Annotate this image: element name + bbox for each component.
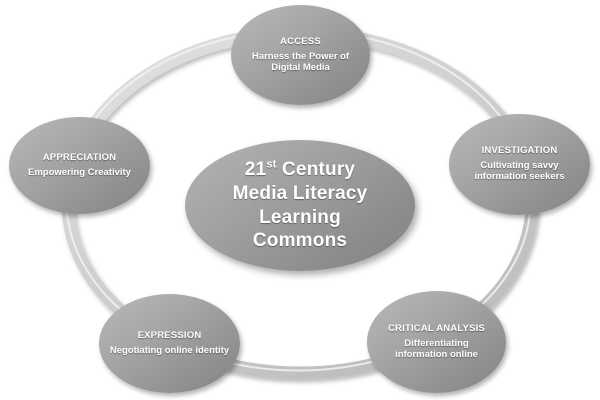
node-critical-analysis-body: Differentiating information online — [395, 337, 478, 360]
node-critical-analysis[interactable]: CRITICAL ANALYSIS Differentiating inform… — [367, 291, 506, 393]
node-access-body: Harness the Power of Digital Media — [251, 50, 350, 73]
center-hub: 21st Century Media Literacy Learning Com… — [185, 140, 415, 271]
node-appreciation-body: Empowering Creativity — [28, 166, 131, 178]
node-access-title: ACCESS — [280, 35, 321, 47]
ordinal-superscript: st — [266, 158, 277, 171]
center-hub-title: 21st Century Media Literacy Learning Com… — [232, 158, 368, 252]
node-expression-title: EXPRESSION — [137, 330, 202, 342]
node-access[interactable]: ACCESS Harness the Power of Digital Medi… — [231, 5, 370, 105]
node-appreciation[interactable]: APPRECIATION Empowering Creativity — [9, 117, 150, 214]
node-investigation[interactable]: INVESTIGATION Cultivating savvy informat… — [449, 114, 590, 215]
node-appreciation-title: APPRECIATION — [42, 152, 117, 164]
node-investigation-title: INVESTIGATION — [481, 145, 558, 157]
node-critical-analysis-title: CRITICAL ANALYSIS — [387, 322, 485, 334]
node-expression-body: Negotiating online identity — [109, 344, 230, 356]
node-expression[interactable]: EXPRESSION Negotiating online identity — [99, 294, 240, 393]
node-investigation-body: Cultivating savvy information seekers — [474, 160, 565, 183]
